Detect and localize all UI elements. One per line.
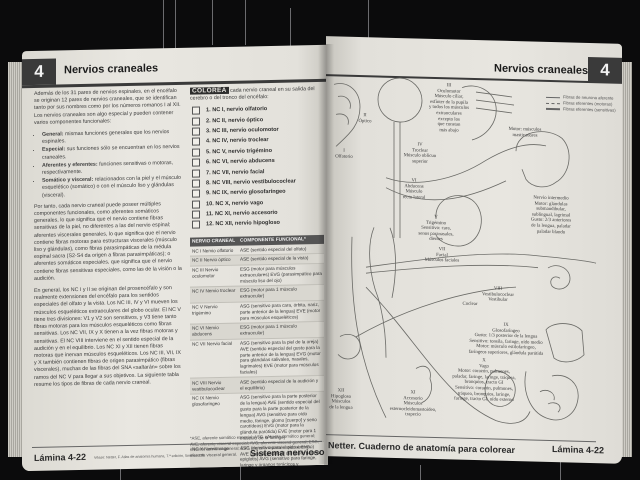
colorea-tag: COLOREA — [190, 86, 229, 95]
component-bullets: General: mismas funciones generales que … — [34, 129, 182, 200]
plate-number-right: Lámina 4-22 — [552, 444, 605, 456]
coloring-instruction: COLOREA cada nervio craneal en su salida… — [190, 86, 315, 102]
left-column-text: Además de los 31 pares de nervios espina… — [34, 88, 182, 394]
checkbox[interactable] — [192, 158, 200, 167]
background-line — [240, 462, 241, 480]
label-troclear: IV Troclear Músculo oblicuo superior — [403, 142, 437, 165]
checkbox[interactable] — [192, 200, 200, 209]
checklist-item[interactable]: 12. NC XII, nervio hipogloso — [192, 217, 326, 230]
label-glosofaringeo: IX Glosofaríngeo Gusto: 1/3 posterior de… — [468, 322, 544, 357]
background-line — [245, 0, 246, 45]
chapter-title: Nervios craneales — [64, 62, 159, 77]
checkbox[interactable] — [192, 117, 200, 126]
label-coclear: Coclear — [462, 301, 478, 308]
bullet-item: General: mismas funciones generales que … — [42, 129, 182, 146]
bullet-item: Aferentes y eferentes: funciones sensiti… — [42, 160, 182, 177]
background-line — [420, 465, 421, 480]
label-vago: X Vago Motor: corazón, pulmones, paladar… — [452, 358, 516, 404]
checkbox[interactable] — [192, 169, 200, 178]
background-line — [368, 0, 369, 42]
checkbox[interactable] — [192, 189, 200, 198]
atlas-reference: Véase: Netter, F. Atlas de anatomía huma… — [94, 453, 206, 460]
intro-paragraph: Además de los 31 pares de nervios espina… — [34, 87, 181, 126]
label-optico: II Óptico — [358, 113, 372, 124]
cranial-nerves-illustration — [333, 77, 597, 424]
checkbox[interactable] — [192, 137, 200, 147]
paragraph-components: Por tanto, cada nervio craneal puede pos… — [34, 201, 182, 282]
label-motor-masticadores: Motor: músculos masticadores — [508, 126, 542, 139]
bullet-item: Especial: sus funciones sólo se encuentr… — [42, 144, 182, 161]
book-spine-shadow — [318, 44, 334, 464]
plate-number: Lámina 4-22 — [34, 451, 87, 463]
label-nervio-intermedio: Nervio intermedio Motor: glándulas subma… — [530, 195, 572, 235]
background-line — [175, 0, 176, 50]
chapter-number-badge: 4 — [22, 58, 56, 86]
label-accesorio: XI Accesorio Músculos esternocleidomasto… — [389, 390, 437, 418]
checkbox[interactable] — [192, 210, 200, 219]
left-page-stack — [8, 62, 24, 457]
paragraph-summary: En general, los NC I y II se originan de… — [34, 285, 181, 388]
checkbox[interactable] — [192, 148, 200, 157]
right-page: Nervios craneales 4 Fibras de neurona af… — [326, 36, 622, 464]
background-line — [120, 462, 121, 480]
background-line — [290, 8, 291, 48]
checkbox[interactable] — [192, 127, 200, 136]
section-name: Sistema nervioso — [250, 446, 325, 459]
background-line — [560, 462, 561, 480]
label-trigemino: V Trigémino Sensitivo: cara, senos paran… — [418, 214, 454, 243]
coloring-checklist: 1. NC I, nervio olfatorio 2. NC II, nerv… — [192, 103, 326, 230]
checkbox[interactable] — [192, 220, 200, 230]
label-abducens: VI Abducens Músculo recto lateral — [402, 178, 426, 201]
left-page: 4 Nervios craneales Además de los 31 par… — [22, 44, 328, 472]
checkbox[interactable] — [192, 179, 200, 188]
label-oculomotor: III Oculomotor Músculo ciliar, esfínter … — [428, 83, 470, 134]
checkbox[interactable] — [192, 106, 200, 115]
background-line — [163, 0, 164, 50]
label-facial: VII Facial Músculos faciales — [424, 247, 460, 264]
bullet-item: Somático y visceral: relacionados con la… — [42, 175, 182, 200]
background-line — [212, 0, 213, 45]
